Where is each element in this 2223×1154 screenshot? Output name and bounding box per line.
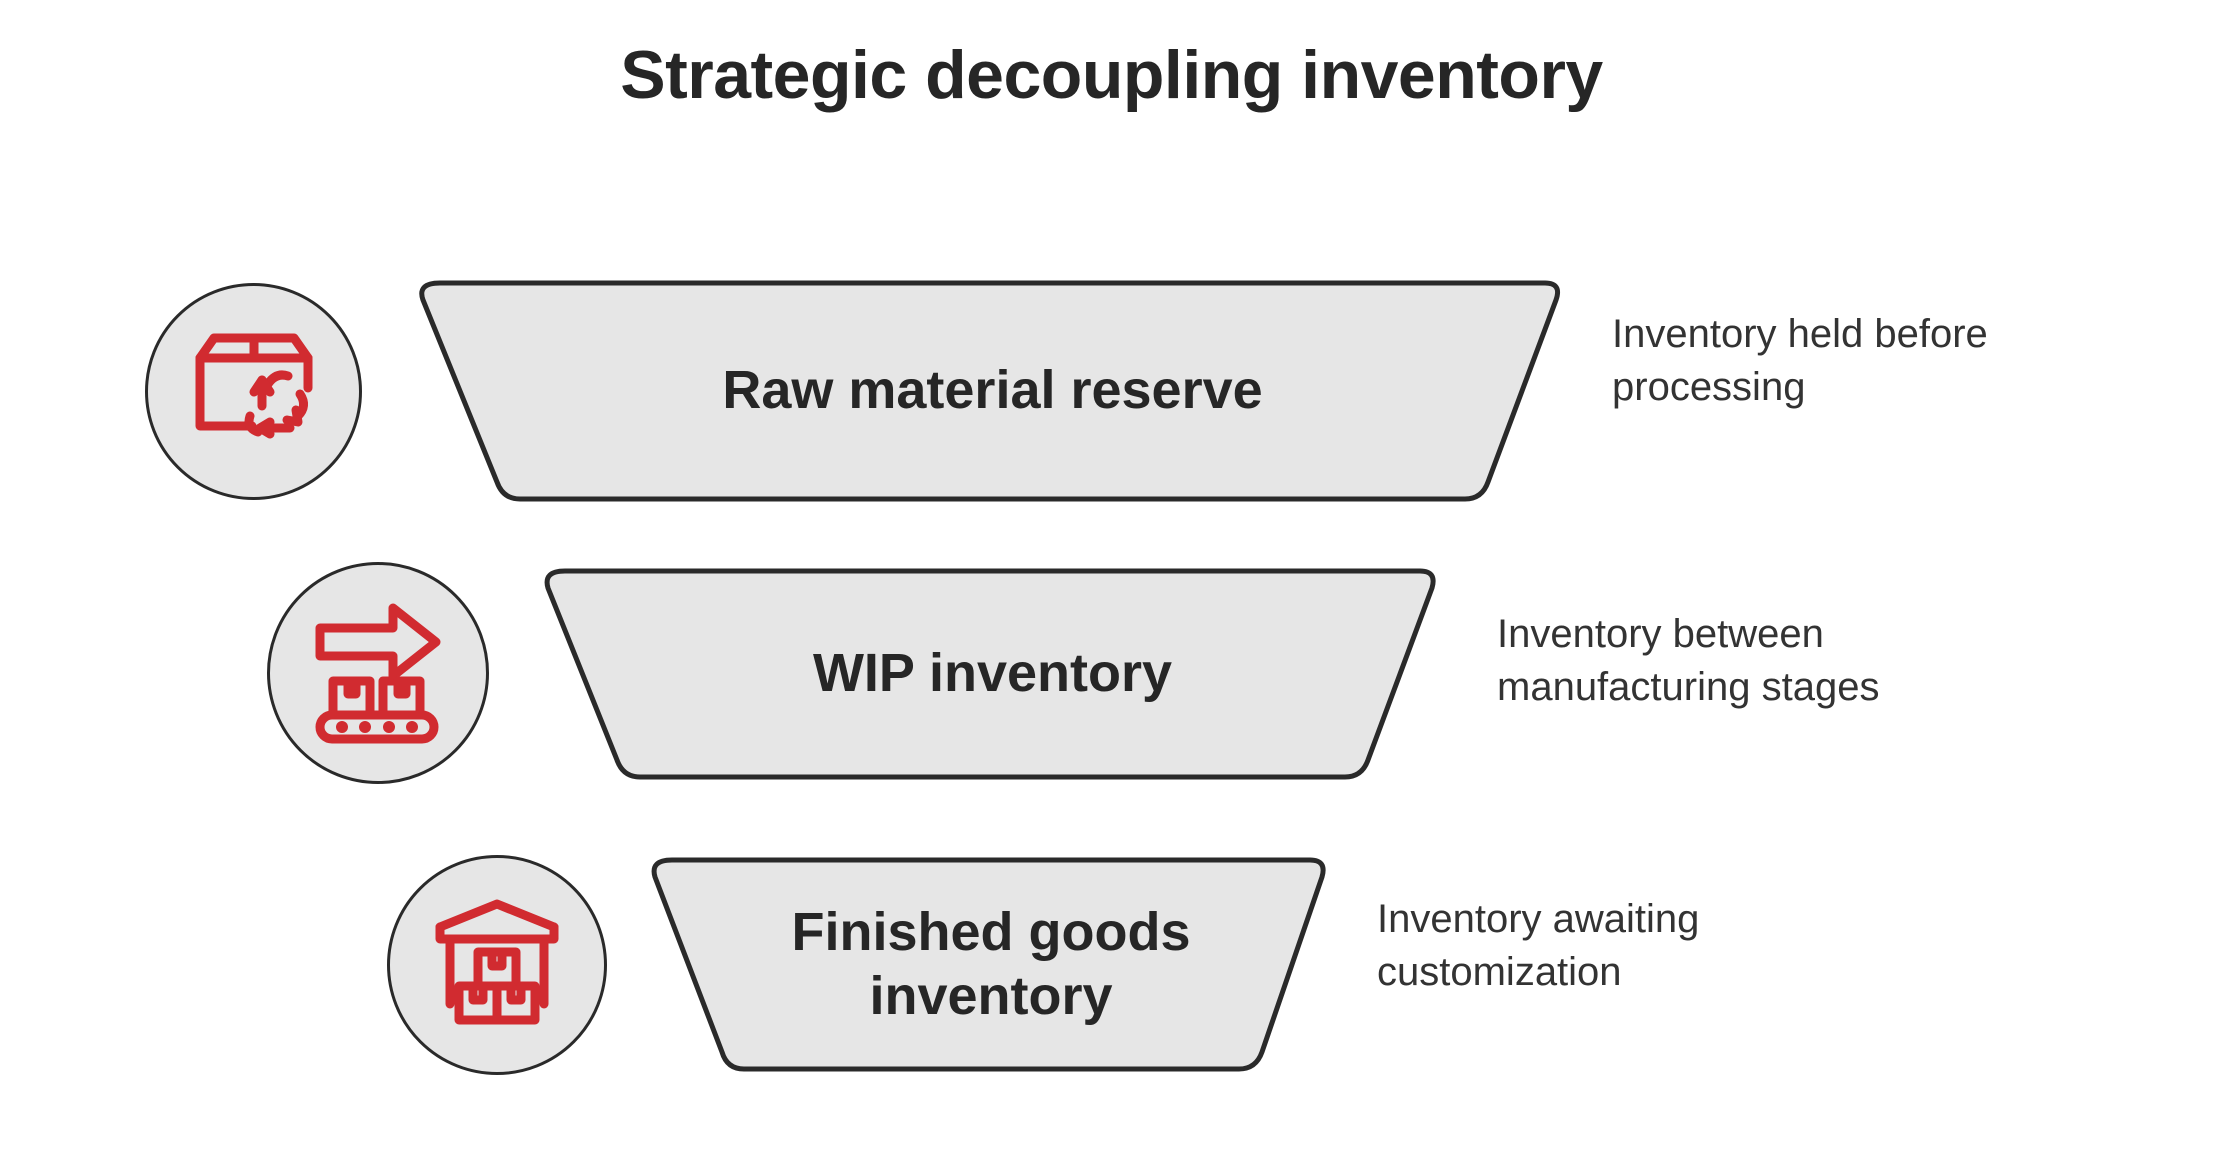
warehouse-boxes-icon (435, 899, 559, 1025)
band-label-wip: WIP inventory (812, 643, 1173, 704)
description-wip: Inventory between manufacturing stages (1497, 612, 1880, 709)
badge-circle-finished-goods (387, 855, 607, 1075)
conveyor-belt-arrow-icon (315, 603, 441, 744)
band-shape-finished-goods (651, 857, 1326, 1072)
description-raw-material: Inventory held before processing (1612, 312, 1988, 409)
band-shape-raw-material (419, 280, 1561, 502)
package-recycle-icon (195, 333, 312, 438)
band-finished-goods[interactable]: Finished goods inventory (651, 857, 1330, 1072)
band-wip[interactable]: WIP inventory (544, 568, 1440, 780)
description-finished-goods: Inventory awaiting customization (1377, 897, 1700, 994)
band-label-raw-material: Raw material reserve (722, 360, 1263, 421)
band-label-finished-goods: Finished goods inventory (791, 901, 1191, 1026)
badge-circle-wip (267, 562, 489, 784)
band-shape-wip (544, 568, 1436, 780)
band-raw-material[interactable]: Raw material reserve (419, 280, 1565, 502)
page-title: Strategic decoupling inventory (620, 37, 1603, 113)
badge-circle-raw-material (145, 283, 362, 500)
